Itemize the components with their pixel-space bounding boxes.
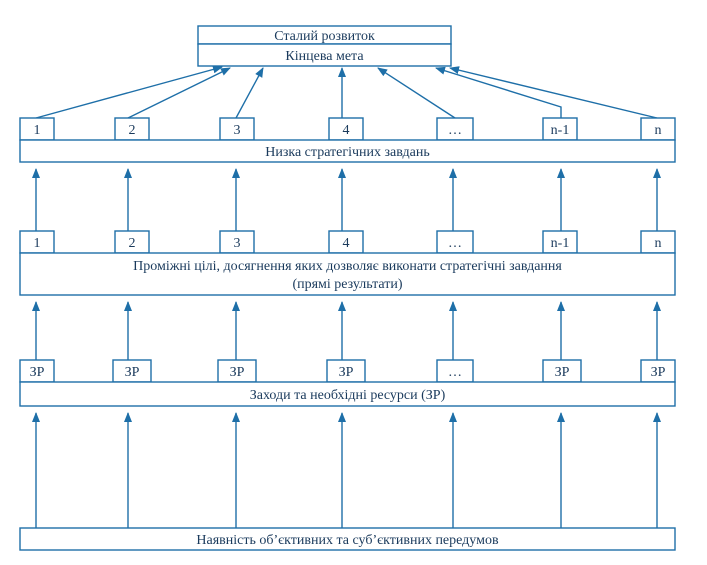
goal-label-n-1: n-1 [551,236,570,251]
measure-label-2: ЗР [125,365,140,380]
task-label-3: 3 [234,123,241,138]
converging-arrows [35,65,658,119]
measure-label-4: ЗР [339,365,354,380]
goal-label-2: 2 [129,236,136,251]
goals-bar-label-line2: (прямі результати) [292,277,402,292]
goals-to-tasks-arrows [32,168,661,231]
goal-label-n: n [655,236,662,251]
measure-label-1: ЗР [30,365,45,380]
base-bar-label: Наявність об’єктивних та суб’єктивних пе… [196,533,499,548]
task-label-ellipsis: … [448,123,462,138]
task-label-n-1: n-1 [551,123,570,138]
tasks-bar: Низка стратегічних завдань [19,139,676,163]
goal-label-1: 1 [34,236,41,251]
measure-label-n: ЗР [651,365,666,380]
measure-label-n-1: ЗР [555,365,570,380]
base-to-measures-arrows [32,412,661,528]
tasks-bar-label: Низка стратегічних завдань [265,145,430,160]
top-box: Сталий розвиток Кінцева мета [197,25,452,67]
task-label-4: 4 [343,123,350,138]
task-label-2: 2 [129,123,136,138]
task-boxes: 1 2 3 4 … n-1 n [19,117,676,141]
measures-bar: Заходи та необхідні ресурси (ЗР) [19,381,676,407]
measures-bar-label: Заходи та необхідні ресурси (ЗР) [250,388,446,403]
task-label-n: n [655,123,662,138]
base-bar: Наявність об’єктивних та суб’єктивних пе… [19,527,676,551]
goals-bar-label-line1: Проміжні цілі, досягнення яких дозволяє … [133,259,562,274]
top-box-subtitle: Кінцева мета [285,49,364,64]
goal-boxes: 1 2 3 4 … n-1 n [19,230,676,254]
task-label-1: 1 [34,123,41,138]
goal-label-4: 4 [343,236,350,251]
goal-label-ellipsis: … [448,236,462,251]
measures-to-goals-arrows [32,301,661,360]
measure-label-3: ЗР [230,365,245,380]
top-box-title: Сталий розвиток [274,29,375,44]
measure-label-ellipsis: … [448,365,462,380]
goal-label-3: 3 [234,236,241,251]
goals-bar: Проміжні цілі, досягнення яких дозволяє … [19,252,676,296]
measure-boxes: ЗР ЗР ЗР ЗР … ЗР ЗР [19,359,676,383]
